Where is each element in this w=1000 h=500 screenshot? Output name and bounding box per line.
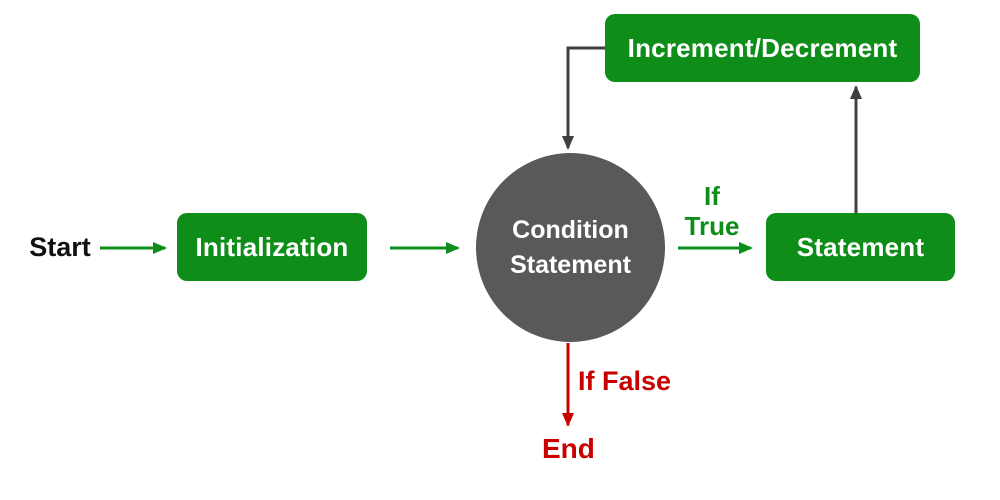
initialization-node: Initialization: [177, 213, 367, 281]
if-false-edge-label: If False: [578, 366, 672, 396]
increment-decrement-node: Increment/Decrement: [605, 14, 920, 82]
condition-node-line1: Condition: [512, 215, 629, 244]
condition-node-line2: Statement: [510, 250, 631, 279]
statement-node-label: Statement: [796, 231, 925, 262]
increment-decrement-node-label: Increment/Decrement: [627, 32, 898, 63]
initialization-node-label: Initialization: [195, 231, 349, 262]
start-label: Start: [29, 232, 91, 262]
end-label: End: [542, 433, 595, 464]
condition-statement-node: Condition Statement: [476, 153, 665, 342]
statement-node: Statement: [766, 213, 955, 281]
if-true-edge-label: If True: [684, 181, 740, 242]
arrow-increment-to-condition: [562, 46, 605, 150]
